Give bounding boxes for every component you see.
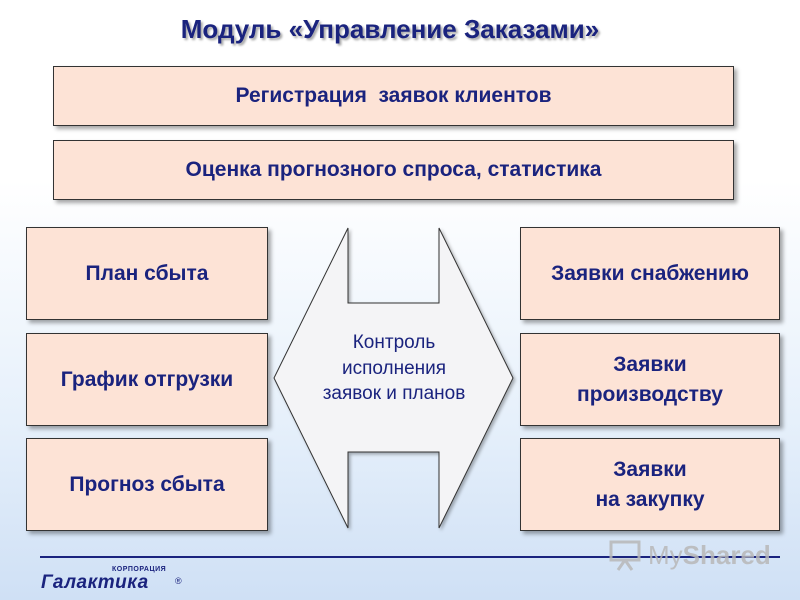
box-sales-plan: План сбыта	[26, 227, 268, 320]
box-purchase-requests: Заявки на закупку	[520, 438, 780, 531]
center-line3: заявок и планов	[322, 383, 466, 405]
presentation-board-icon	[609, 540, 641, 571]
center-line2: исполнения	[341, 357, 447, 379]
box-demand-forecast-stats: Оценка прогнозного спроса, статистика	[53, 140, 734, 200]
watermark-suffix: Shared	[682, 539, 771, 570]
footer-divider	[40, 556, 780, 558]
logo-galaktika: Галактика	[41, 572, 149, 593]
box-sales-plan-label: План сбыта	[85, 261, 209, 285]
box-shipment-schedule: График отгрузки	[26, 333, 268, 426]
box-purchase-requests-line1: Заявки	[613, 458, 687, 482]
watermark-prefix: My	[648, 539, 683, 570]
center-line1: Контроль	[352, 332, 436, 353]
box-sales-forecast-label: Прогноз сбыта	[69, 472, 225, 496]
box-client-registration: Регистрация заявок клиентов	[53, 66, 734, 126]
registered-mark: ®	[175, 576, 182, 586]
box-purchase-requests-line2: на закупку	[595, 487, 705, 511]
box-production-requests: Заявки производству	[520, 333, 780, 426]
center-control-text: Контроль исполнения заявок и планов	[288, 330, 500, 407]
box-supply-requests-label: Заявки снабжению	[551, 261, 749, 285]
myshared-watermark: MyShared	[608, 538, 771, 572]
box-production-requests-line2: производству	[577, 382, 723, 406]
box-sales-forecast: Прогноз сбыта	[26, 438, 268, 531]
box-client-registration-label: Регистрация заявок клиентов	[235, 84, 552, 108]
logo-corp-label: КОРПОРАЦИЯ	[112, 566, 167, 573]
box-production-requests-line1: Заявки	[613, 353, 687, 377]
box-supply-requests: Заявки снабжению	[520, 227, 780, 320]
box-demand-forecast-stats-label: Оценка прогнозного спроса, статистика	[185, 158, 602, 182]
page-title: Модуль «Управление Заказами»	[180, 14, 600, 44]
box-shipment-schedule-label: График отгрузки	[60, 367, 234, 391]
